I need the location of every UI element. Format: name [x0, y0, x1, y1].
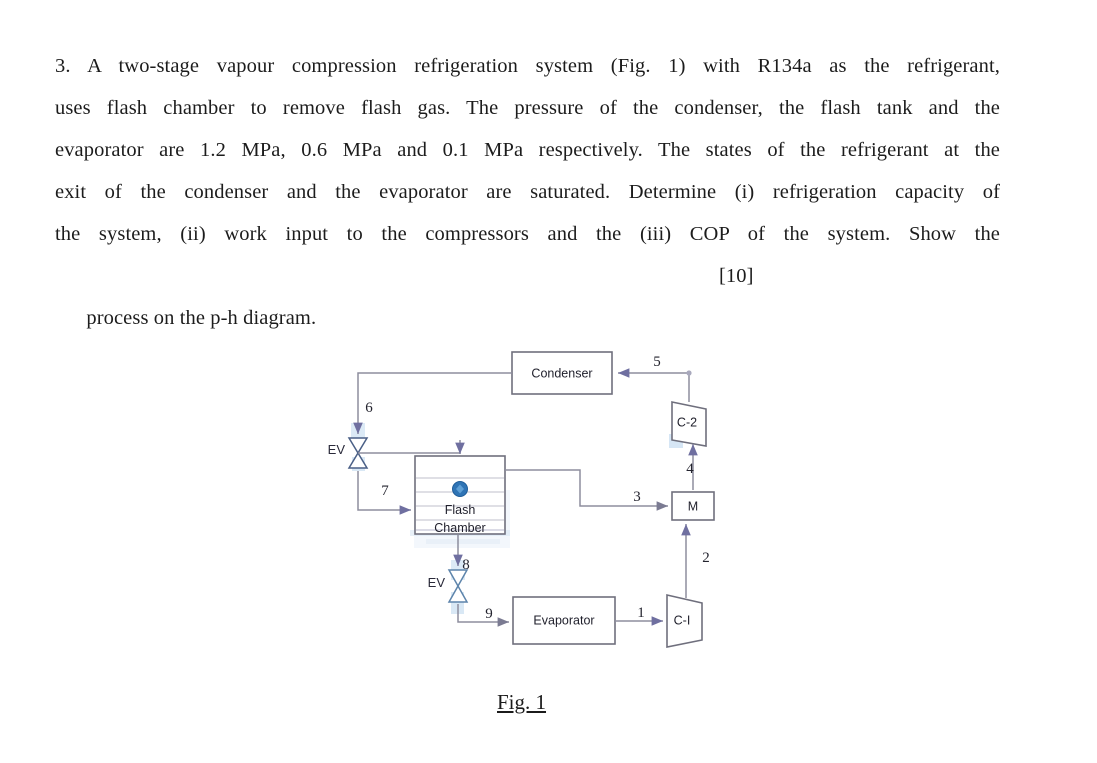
- question-line-5: the system, (ii) work input to the compr…: [55, 223, 1000, 245]
- stream-label-1: 1: [637, 605, 645, 621]
- pipe-6: [353, 372, 512, 435]
- figure-caption: Fig. 1: [497, 690, 547, 714]
- piping-lines: [353, 368, 698, 627]
- question-line-6-text: process on the p-h diagram.: [86, 307, 317, 329]
- question-line-4: exit of the condenser and the evaporator…: [55, 181, 1000, 203]
- stream-label-9: 9: [485, 606, 493, 622]
- stream-label-4: 4: [686, 461, 694, 477]
- pipe-3: [505, 469, 669, 511]
- pipe-7: [357, 471, 412, 515]
- marks-allocation: [10]: [719, 265, 754, 287]
- condenser-block: Condenser: [511, 351, 613, 395]
- evaporator-block: Evaporator: [512, 596, 616, 645]
- condenser-label: Condenser: [531, 366, 592, 380]
- compressor-1-label: C-I: [674, 613, 691, 627]
- flash-chamber-label-line1: Flash: [445, 503, 476, 517]
- expansion-valve-lower: EV: [428, 569, 469, 603]
- expansion-valve-lower-label: EV: [428, 575, 446, 590]
- stream-label-2: 2: [702, 550, 710, 566]
- pipe-ev-to-flash-top: [358, 452, 461, 454]
- question-text-block: 3. A two-stage vapour compression refrig…: [55, 45, 1000, 381]
- pipe-9: [457, 604, 510, 627]
- pipe-5: [617, 368, 690, 402]
- expansion-valve-upper-label: EV: [328, 442, 346, 457]
- stream-label-6: 6: [365, 400, 373, 416]
- figure-1-diagram: Condenser Evaporator Flash Chamber: [0, 330, 1097, 750]
- flash-chamber-block: Flash Chamber: [414, 455, 506, 535]
- question-line-6: process on the p-h diagram. [10]: [55, 255, 1000, 381]
- stream-label-8: 8: [462, 557, 470, 573]
- question-line-2: uses flash chamber to remove flash gas. …: [55, 97, 1000, 119]
- question-line-1: 3. A two-stage vapour compression refrig…: [55, 55, 1000, 77]
- mixer-label: M: [688, 499, 698, 513]
- stream-label-5: 5: [653, 354, 661, 370]
- compressor-2-block: C-2: [671, 401, 707, 447]
- compressor-2-label: C-2: [677, 415, 697, 429]
- stream-number-labels: 5 6 4 7 3 2 8 9 1: [365, 354, 710, 622]
- stream-label-7: 7: [381, 483, 389, 499]
- stream-label-3: 3: [633, 489, 641, 505]
- flash-chamber-label-line2: Chamber: [434, 521, 485, 535]
- compressor-1-block: C-I: [666, 593, 703, 648]
- mixer-block: M: [671, 491, 715, 521]
- question-line-3: evaporator are 1.2 MPa, 0.6 MPa and 0.1 …: [55, 139, 1000, 161]
- evaporator-label: Evaporator: [533, 613, 594, 627]
